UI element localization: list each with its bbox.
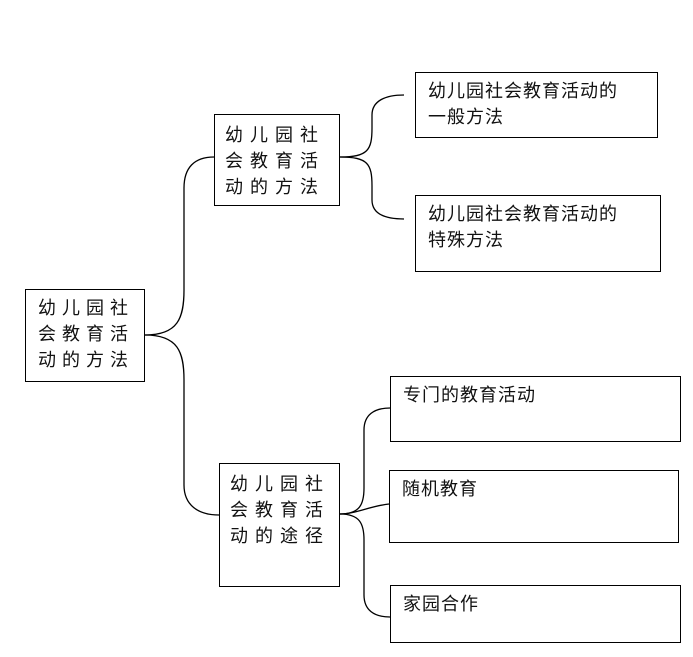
- branch-node-paths-label: 幼儿园社 会教育活 动的途径: [230, 474, 330, 547]
- leaf-node-random-education: 随机教育: [389, 470, 679, 543]
- leaf-node-special-methods-label: 幼儿园社会教育活动的 特殊方法: [428, 204, 618, 251]
- branch-node-methods-label: 幼儿园社 会教育活 动的方法: [225, 125, 325, 198]
- connector-paths-to-random: [339, 503, 390, 515]
- branch-node-paths: 幼儿园社 会教育活 动的途径: [219, 463, 340, 587]
- connector-methods-to-general: [339, 94, 405, 158]
- connector-paths-to-family: [339, 513, 391, 618]
- root-node: 幼儿园社 会教育活 动的方法: [25, 289, 145, 382]
- leaf-node-dedicated-activities: 专门的教育活动: [390, 376, 681, 442]
- leaf-node-general-methods-label: 幼儿园社会教育活动的 一般方法: [428, 81, 618, 128]
- leaf-node-home-school-cooperation-label: 家园合作: [403, 594, 479, 615]
- leaf-node-special-methods: 幼儿园社会教育活动的 特殊方法: [415, 195, 661, 272]
- connector-root-to-methods: [144, 156, 215, 336]
- root-node-label: 幼儿园社 会教育活 动的方法: [38, 298, 134, 371]
- connector-paths-to-dedicated: [339, 407, 391, 515]
- leaf-node-general-methods: 幼儿园社会教育活动的 一般方法: [415, 72, 658, 138]
- branch-node-methods: 幼儿园社 会教育活 动的方法: [214, 114, 340, 206]
- leaf-node-dedicated-activities-label: 专门的教育活动: [403, 385, 536, 406]
- connector-methods-to-special: [339, 156, 405, 220]
- leaf-node-home-school-cooperation: 家园合作: [390, 585, 681, 643]
- connector-root-to-paths: [144, 334, 220, 516]
- leaf-node-random-education-label: 随机教育: [402, 479, 478, 500]
